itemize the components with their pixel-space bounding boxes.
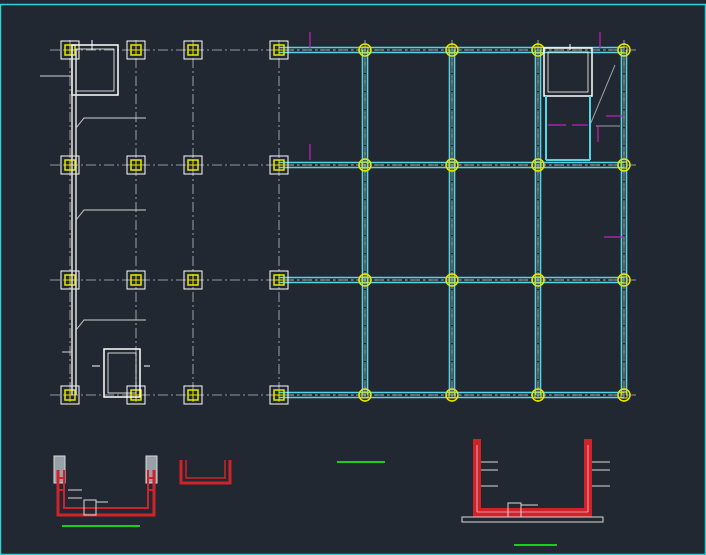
column-sq-r2-c4-outline [269,155,289,175]
magenta-markers [309,32,624,238]
column-rd-r3-c4 [617,273,631,287]
column-rd-r4-c4-ring [617,388,631,402]
column-rd-r4-c4-core [620,391,628,399]
beam-v-1 [361,50,369,395]
column-rd-r4-c3 [531,388,545,402]
column-sq-r3-c2-outline [126,270,146,290]
column-rd-r2-c3-ring [531,158,545,172]
column-rd-r4-c4 [617,388,631,402]
column-rd-r3-c1-ring [358,273,372,287]
column-sq-r2-c4 [269,155,289,175]
column-sq-r1-c1-outline [60,40,80,60]
column-rd-r3-c2-core [448,276,456,284]
column-rd-r2-c1-core [361,161,369,169]
column-sq-r1-c4 [269,40,289,60]
left-wall-strip [62,50,146,395]
column-sq-r4-c3-outline [183,385,203,405]
column-rd-r1-c3-core [534,46,542,54]
column-sq-r1-c3-outline [183,40,203,60]
column-sq-r2-c2 [126,155,146,175]
trench-section-small [179,460,232,485]
column-rd-r1-c2-core [448,46,456,54]
column-rd-r2-c2-core [448,161,456,169]
column-sq-r3-c3 [183,270,203,290]
column-rd-r3-c4-core [620,276,628,284]
column-sq-r1-c4-outline [269,40,289,60]
column-rd-r2-c3-core [534,161,542,169]
column-sq-r2-c3 [183,155,203,175]
column-rd-r1-c1-core [361,46,369,54]
column-rd-r2-c3 [531,158,545,172]
column-rd-r4-c3-core [534,391,542,399]
grid-axes [50,40,636,402]
column-rd-r4-c2-core [448,391,456,399]
column-rd-r2-c4 [617,158,631,172]
column-rd-r1-c2-ring [445,43,459,57]
beam-v-3 [534,50,542,395]
beam-v-4 [620,50,628,395]
drawing-frame [0,3,706,555]
column-rd-r1-c4-core [620,46,628,54]
column-sq-r3-c4 [269,270,289,290]
column-sq-r1-c3 [183,40,203,60]
column-sq-r3-c1 [60,270,80,290]
column-rd-r1-c1-ring [358,43,372,57]
column-sq-r3-c4-outline [269,270,289,290]
column-rd-r2-c2-ring [445,158,459,172]
column-rd-r3-c2-ring [445,273,459,287]
stairwell-top-right [543,44,620,161]
column-rd-r1-c4 [617,43,631,57]
column-sq-r2-c3-outline [183,155,203,175]
column-rd-r3-c3 [531,273,545,287]
column-sq-r4-c3 [183,385,203,405]
column-rd-r4-c2 [445,388,459,402]
column-sq-r3-c2 [126,270,146,290]
column-rd-r3-c4-ring [617,273,631,287]
column-rd-r2-c1-ring [358,158,372,172]
column-rd-r2-c2 [445,158,459,172]
column-sq-r4-c4 [269,385,289,405]
column-rd-r3-c2 [445,273,459,287]
column-sq-r4-c1 [60,385,80,405]
column-rd-r2-c4-ring [617,158,631,172]
stairwell-bottom-left [92,348,150,398]
column-rd-r2-c4-core [620,161,628,169]
column-sq-r2-c1 [60,155,80,175]
beam-layout [279,46,628,399]
column-rd-r3-c1 [358,273,372,287]
column-rd-r1-c2 [445,43,459,57]
column-sq-r3-c1-outline [60,270,80,290]
column-rd-r4-c1 [358,388,372,402]
beam-v-2 [448,50,456,395]
column-sq-r4-c1-outline [60,385,80,405]
column-rd-r4-c1-ring [358,388,372,402]
column-rd-r3-c1-core [361,276,369,284]
column-sq-r1-c2 [126,40,146,60]
column-rd-r1-c1 [358,43,372,57]
column-rd-r3-c3-ring [531,273,545,287]
column-rd-r3-c3-core [534,276,542,284]
column-rd-r4-c3-ring [531,388,545,402]
column-sq-r1-c2-outline [126,40,146,60]
column-sq-r1-c1 [60,40,80,60]
column-sq-r3-c3-outline [183,270,203,290]
column-sq-r4-c4-outline [269,385,289,405]
column-rd-r4-c2-ring [445,388,459,402]
column-sq-r2-c1-outline [60,155,80,175]
column-sq-r2-c2-outline [126,155,146,175]
trench-section-left [53,455,158,527]
column-rd-r4-c1-core [361,391,369,399]
column-rd-r1-c4-ring [617,43,631,57]
column-rd-r2-c1 [358,158,372,172]
trench-section-right [461,439,610,546]
column-layout [60,40,631,405]
